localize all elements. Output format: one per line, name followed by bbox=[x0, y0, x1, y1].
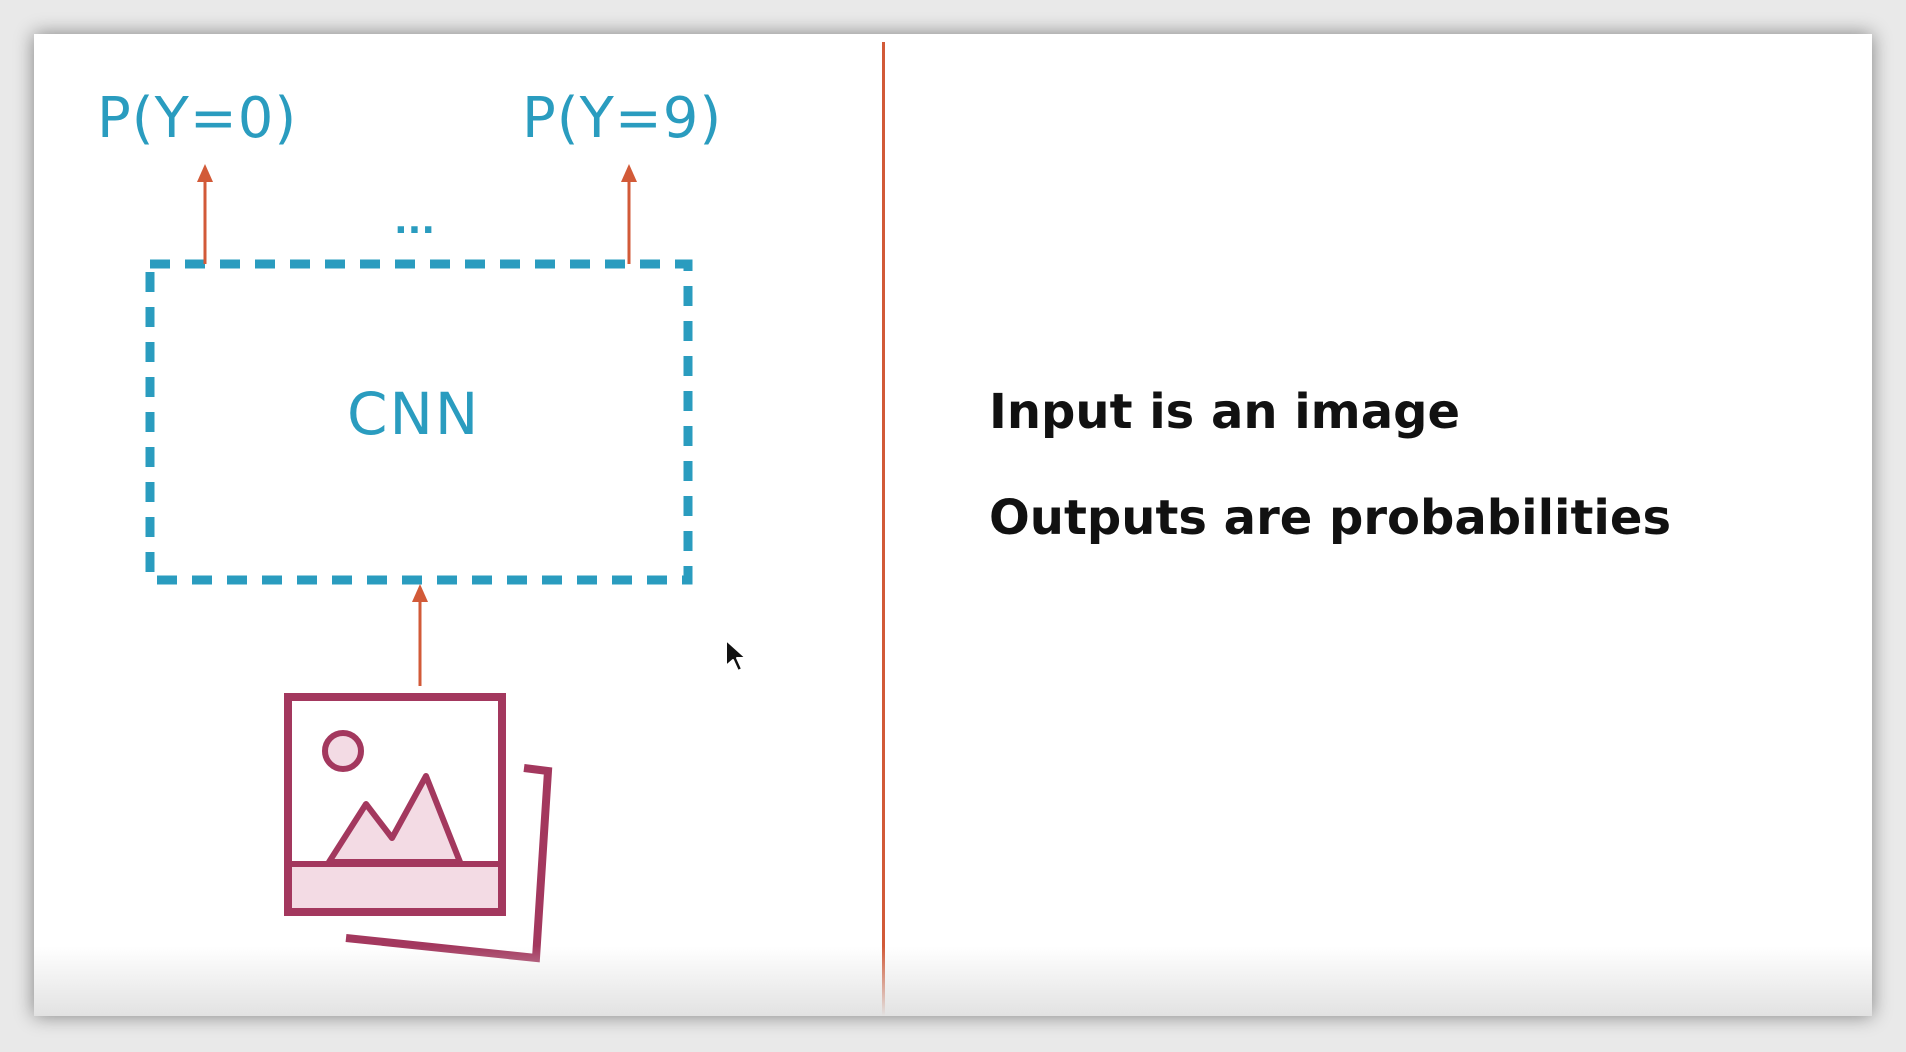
output-label-last: P(Y=9) bbox=[522, 86, 723, 151]
output-arrow-left bbox=[197, 164, 213, 264]
cnn-label: CNN bbox=[347, 380, 481, 448]
note-output: Outputs are probabilities bbox=[989, 490, 1672, 546]
cnn-box bbox=[145, 259, 693, 585]
divider-line bbox=[882, 42, 885, 1016]
input-arrow bbox=[412, 584, 428, 686]
mouse-cursor-icon bbox=[725, 639, 747, 672]
note-input: Input is an image bbox=[989, 384, 1460, 440]
image-stack-icon bbox=[284, 693, 553, 963]
output-label-first: P(Y=0) bbox=[97, 86, 298, 151]
output-arrow-right bbox=[621, 164, 637, 264]
slide: P(Y=0) P(Y=9) ... CNN Input is an image … bbox=[34, 34, 1872, 1016]
diagram-graphics bbox=[145, 164, 693, 963]
ellipsis: ... bbox=[394, 201, 436, 242]
